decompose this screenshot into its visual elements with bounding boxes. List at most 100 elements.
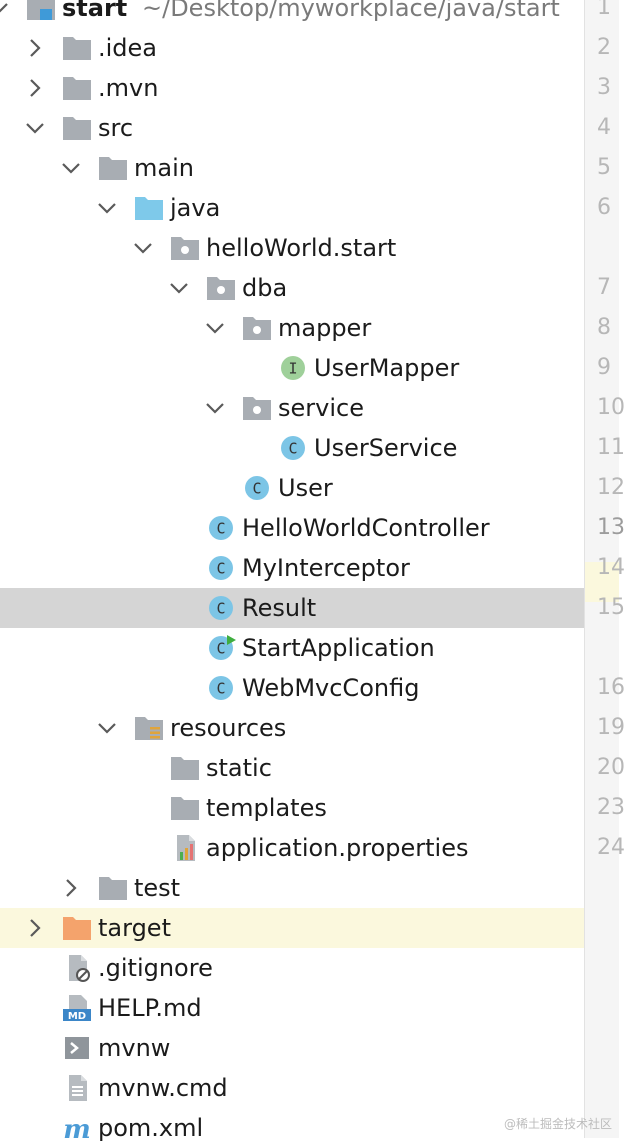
- tree-row-user[interactable]: C User: [0, 468, 584, 508]
- tree-row-helloworld-start[interactable]: helloWorld.start: [0, 228, 584, 268]
- watermark: @稀土掘金技术社区: [503, 1117, 612, 1131]
- tree-row-mapper[interactable]: mapper: [0, 308, 584, 348]
- svg-text:C: C: [216, 640, 225, 658]
- tree-row-application-properties[interactable]: application.properties: [0, 828, 584, 868]
- tree-item-label: java: [170, 194, 221, 222]
- line-number: 13: [597, 515, 625, 540]
- markdown-file-icon: MD: [62, 994, 92, 1022]
- tree-item-label: start: [62, 0, 128, 22]
- tree-row-mvnw[interactable]: mvnw: [0, 1028, 584, 1068]
- chevron-down-icon[interactable]: [24, 115, 46, 141]
- chevron-down-icon[interactable]: [0, 0, 10, 21]
- tree-row-webmvcconfig[interactable]: C WebMvcConfig: [0, 668, 584, 708]
- tree-row-gitignore[interactable]: .gitignore: [0, 948, 584, 988]
- tree-item-label: WebMvcConfig: [242, 674, 420, 702]
- tree-item-label: UserService: [314, 434, 458, 462]
- line-number: 23: [597, 795, 625, 820]
- line-number: 20: [597, 755, 625, 780]
- svg-text:MD: MD: [68, 1011, 86, 1022]
- folder-icon: [62, 74, 92, 102]
- tree-row-resources[interactable]: resources: [0, 708, 584, 748]
- folder-icon: [98, 154, 128, 182]
- line-number: 7: [597, 275, 611, 300]
- tree-item-label: pom.xml: [98, 1114, 204, 1142]
- chevron-right-icon[interactable]: [24, 75, 46, 101]
- resources-folder-icon: [134, 714, 164, 742]
- line-number: 1: [597, 0, 611, 20]
- tree-item-label: helloWorld.start: [206, 234, 397, 262]
- chevron-right-icon[interactable]: [24, 35, 46, 61]
- svg-text:C: C: [216, 560, 225, 578]
- svg-text:C: C: [252, 480, 261, 498]
- tree-item-label: Result: [242, 594, 317, 622]
- excluded-folder-icon: [62, 914, 92, 942]
- svg-text:C: C: [216, 520, 225, 538]
- tree-row-target[interactable]: target: [0, 908, 584, 948]
- maven-file-icon: m: [62, 1114, 92, 1145]
- package-icon: [242, 314, 272, 342]
- chevron-down-icon[interactable]: [204, 395, 226, 421]
- chevron-down-icon[interactable]: [132, 235, 154, 261]
- svg-text:C: C: [288, 440, 297, 458]
- class-icon: C: [206, 674, 236, 702]
- chevron-down-icon[interactable]: [204, 315, 226, 341]
- chevron-down-icon[interactable]: [96, 715, 118, 741]
- line-number: 14: [597, 555, 625, 580]
- folder-icon: [170, 794, 200, 822]
- tree-row-main[interactable]: main: [0, 148, 584, 188]
- tree-row-userservice[interactable]: C UserService: [0, 428, 584, 468]
- class-icon: C: [278, 434, 308, 462]
- chevron-down-icon[interactable]: [60, 155, 82, 181]
- tree-row-service[interactable]: service: [0, 388, 584, 428]
- tree-row-static[interactable]: static: [0, 748, 584, 788]
- svg-text:m: m: [63, 1115, 91, 1145]
- tree-item-label: mvnw: [98, 1034, 171, 1062]
- properties-file-icon: [170, 834, 200, 862]
- tree-item-label: application.properties: [206, 834, 469, 862]
- chevron-right-icon[interactable]: [24, 915, 46, 941]
- tree-item-label: dba: [242, 274, 288, 302]
- folder-icon: [170, 754, 200, 782]
- tree-item-label: static: [206, 754, 272, 782]
- project-tree[interactable]: start ~/Desktop/myworkplace/java/start .id…: [0, 0, 584, 1145]
- chevron-right-icon[interactable]: [60, 875, 82, 901]
- chevron-down-icon[interactable]: [96, 195, 118, 221]
- line-number: 10: [597, 395, 625, 420]
- tree-row-src[interactable]: src: [0, 108, 584, 148]
- svg-text:I: I: [288, 360, 297, 378]
- tree-item-label: User: [278, 474, 333, 502]
- tree-row-test[interactable]: test: [0, 868, 584, 908]
- tree-item-label: main: [134, 154, 194, 182]
- tree-item-label: UserMapper: [314, 354, 460, 382]
- tree-item-label: target: [98, 914, 171, 942]
- shell-file-icon: [62, 1034, 92, 1062]
- tree-row-mvn[interactable]: .mvn: [0, 68, 584, 108]
- tree-row-templates[interactable]: templates: [0, 788, 584, 828]
- tree-row-dba[interactable]: dba: [0, 268, 584, 308]
- tree-row-start[interactable]: start ~/Desktop/myworkplace/java/start: [0, 0, 584, 28]
- line-number: 3: [597, 75, 611, 100]
- tree-item-label: src: [98, 114, 134, 142]
- tree-item-label: .gitignore: [98, 954, 213, 982]
- line-number: 12: [597, 475, 625, 500]
- tree-row-usermapper[interactable]: I UserMapper: [0, 348, 584, 388]
- tree-row-mvnw-cmd[interactable]: mvnw.cmd: [0, 1068, 584, 1108]
- folder-icon: [62, 34, 92, 62]
- class-icon: C: [206, 514, 236, 542]
- interface-icon: I: [278, 354, 308, 382]
- tree-item-label: test: [134, 874, 181, 902]
- svg-text:C: C: [216, 680, 225, 698]
- chevron-down-icon[interactable]: [168, 275, 190, 301]
- line-number: 6: [597, 195, 611, 220]
- tree-row-java[interactable]: java: [0, 188, 584, 228]
- project-path: ~/Desktop/myworkplace/java/start: [142, 0, 560, 22]
- folder-icon: [62, 114, 92, 142]
- tree-row-idea[interactable]: .idea: [0, 28, 584, 68]
